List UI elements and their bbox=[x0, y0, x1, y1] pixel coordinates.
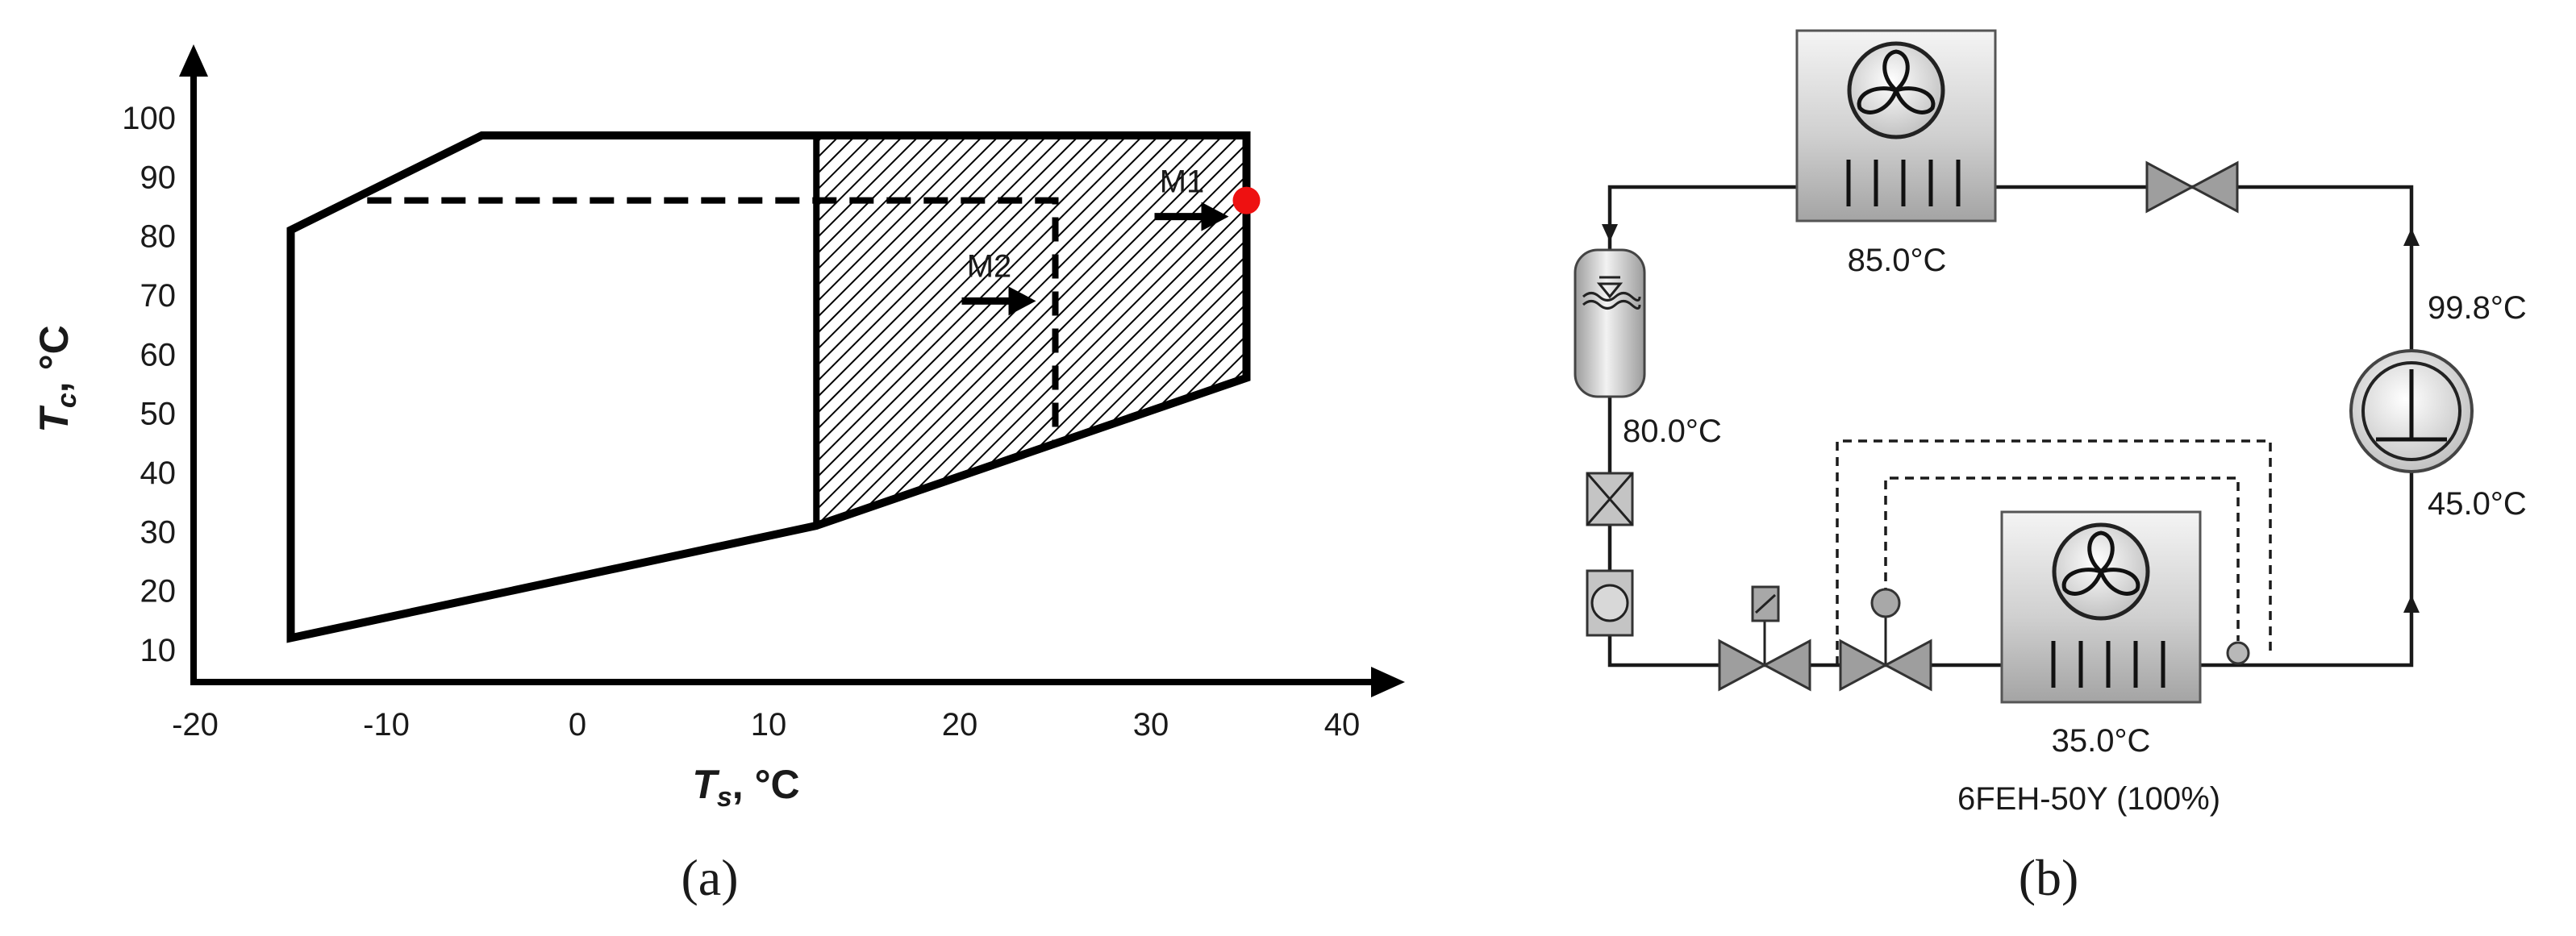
receiver-temperature: 80.0°C bbox=[1623, 414, 1722, 449]
condenser-unit bbox=[1795, 29, 1997, 223]
receiver-tank-icon bbox=[1574, 248, 1646, 398]
arrow-m1-icon bbox=[1201, 202, 1229, 231]
y-axis-title: Tc, °C bbox=[31, 325, 82, 432]
flow-arrow-icon bbox=[1602, 224, 1618, 242]
point-label-m2: M2 bbox=[967, 248, 1012, 284]
y-tick-label: 20 bbox=[140, 574, 177, 609]
y-tick-label: 40 bbox=[140, 456, 177, 491]
solenoid-valve-icon bbox=[1718, 585, 1811, 692]
panel-label-a: (a) bbox=[681, 849, 738, 906]
point-m2: M2 bbox=[961, 248, 1036, 316]
point-label-m1: M1 bbox=[1160, 164, 1205, 200]
arrow-m2-icon bbox=[1008, 286, 1036, 316]
operating-envelope-chart: -20 -10 0 10 20 30 40 10 20 30 40 50 60 70 80 90 100 M1… bbox=[31, 44, 1405, 906]
compressor-icon bbox=[2349, 349, 2474, 473]
x-axis-title: Ts, °C bbox=[692, 762, 799, 813]
control-lines-dashed bbox=[1836, 439, 2272, 665]
point-m1: M1 bbox=[1154, 164, 1229, 231]
hatched-area bbox=[816, 135, 1247, 526]
sensing-bulb-icon bbox=[2226, 641, 2250, 665]
dashed-limit-line bbox=[367, 197, 1059, 443]
panel-label-b: (b) bbox=[2019, 849, 2079, 906]
evaporator-unit bbox=[2000, 510, 2202, 704]
expansion-valve-icon bbox=[1839, 588, 1932, 692]
x-tick-label: -20 bbox=[172, 707, 219, 743]
discharge-temperature: 99.8°C bbox=[2428, 290, 2527, 326]
flow-arrow-icon bbox=[2403, 595, 2420, 613]
refrigeration-circuit-diagram: 85.0°C 99.8°C 45.0°C 80.0°C bbox=[1574, 29, 2527, 906]
dashed-limit-lines bbox=[367, 197, 1059, 443]
x-tick-label: 0 bbox=[569, 707, 586, 743]
sight-glass-icon bbox=[1586, 569, 1634, 637]
x-tick-label: -10 bbox=[363, 707, 410, 743]
y-tick-label: 100 bbox=[122, 101, 176, 136]
coil-fins-icon bbox=[1846, 160, 1961, 206]
valve-top-icon bbox=[2145, 160, 2239, 214]
coil-fins-icon bbox=[2051, 641, 2165, 688]
suction-temperature: 45.0°C bbox=[2428, 486, 2527, 522]
y-tick-label: 80 bbox=[140, 219, 177, 255]
flow-arrow-icon bbox=[2403, 228, 2420, 246]
x-tick-label: 10 bbox=[751, 707, 787, 743]
operating-point-dot bbox=[1232, 186, 1261, 214]
evaporator-temperature: 35.0°C bbox=[2052, 723, 2151, 759]
filter-drier-icon bbox=[1586, 472, 1634, 526]
y-tick-label: 70 bbox=[140, 278, 177, 314]
x-tick-labels: -20 -10 0 10 20 30 40 bbox=[172, 707, 1360, 743]
x-tick-label: 30 bbox=[1133, 707, 1169, 743]
y-tick-label: 60 bbox=[140, 337, 177, 372]
x-tick-label: 20 bbox=[942, 707, 978, 743]
y-tick-label: 90 bbox=[140, 160, 177, 195]
y-tick-label: 30 bbox=[140, 514, 177, 550]
condenser-temperature: 85.0°C bbox=[1848, 243, 1947, 278]
y-tick-label: 10 bbox=[140, 633, 177, 668]
x-axis-arrow-icon bbox=[1371, 667, 1405, 697]
y-tick-labels: 10 20 30 40 50 60 70 80 90 100 bbox=[122, 101, 176, 668]
y-axis-arrow-icon bbox=[179, 44, 208, 77]
compressor-model: 6FEH-50Y (100%) bbox=[1957, 781, 2220, 817]
x-tick-label: 40 bbox=[1324, 707, 1361, 743]
y-tick-label: 50 bbox=[140, 397, 177, 432]
hatched-region bbox=[816, 135, 1247, 526]
